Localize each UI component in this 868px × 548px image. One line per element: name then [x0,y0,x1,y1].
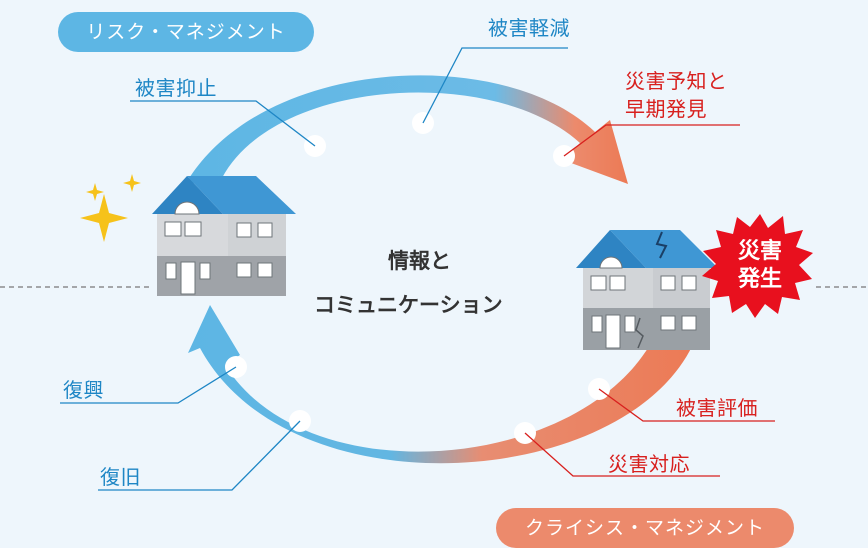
center-title-line1: 情報と [388,249,451,273]
leader-line-disaster-response [524,432,720,477]
top-cycle-arrow [185,75,628,185]
center-title-line2: コミュニケーション [314,293,503,317]
label-prediction-line1: 災害予知と [625,69,728,93]
label-damage-assessment: 被害評価 [676,396,758,420]
leader-line-restoration [98,420,301,491]
leader-line-reconstruction [60,366,237,404]
bottom-cycle-arrow [188,305,695,464]
leader-line-damage-mitigation [422,47,568,124]
house-icon-damaged [576,230,718,350]
house-icon-intact [152,176,296,296]
leader-line-damage-assessment [598,388,775,422]
label-damage-deterrence: 被害抑止 [135,76,217,100]
disaster-burst-icon [702,214,813,318]
crisis-management-pill: クライシス・マネジメント [496,508,794,548]
label-disaster-response: 災害対応 [608,452,690,476]
label-reconstruction: 復興 [63,378,104,402]
risk-management-pill: リスク・マネジメント [58,12,314,52]
label-prediction-line2: 早期発見 [625,97,707,121]
burst-line1: 災害 [737,239,782,264]
leader-line-prediction [563,124,740,157]
disaster-occurrence-text: 災害 発生 [715,238,805,294]
sparkle-icon [80,174,141,242]
leader-line-damage-deterrence [130,100,316,147]
label-damage-mitigation: 被害軽減 [488,16,570,40]
label-restoration: 復旧 [100,465,141,489]
burst-line2: 発生 [737,267,782,292]
